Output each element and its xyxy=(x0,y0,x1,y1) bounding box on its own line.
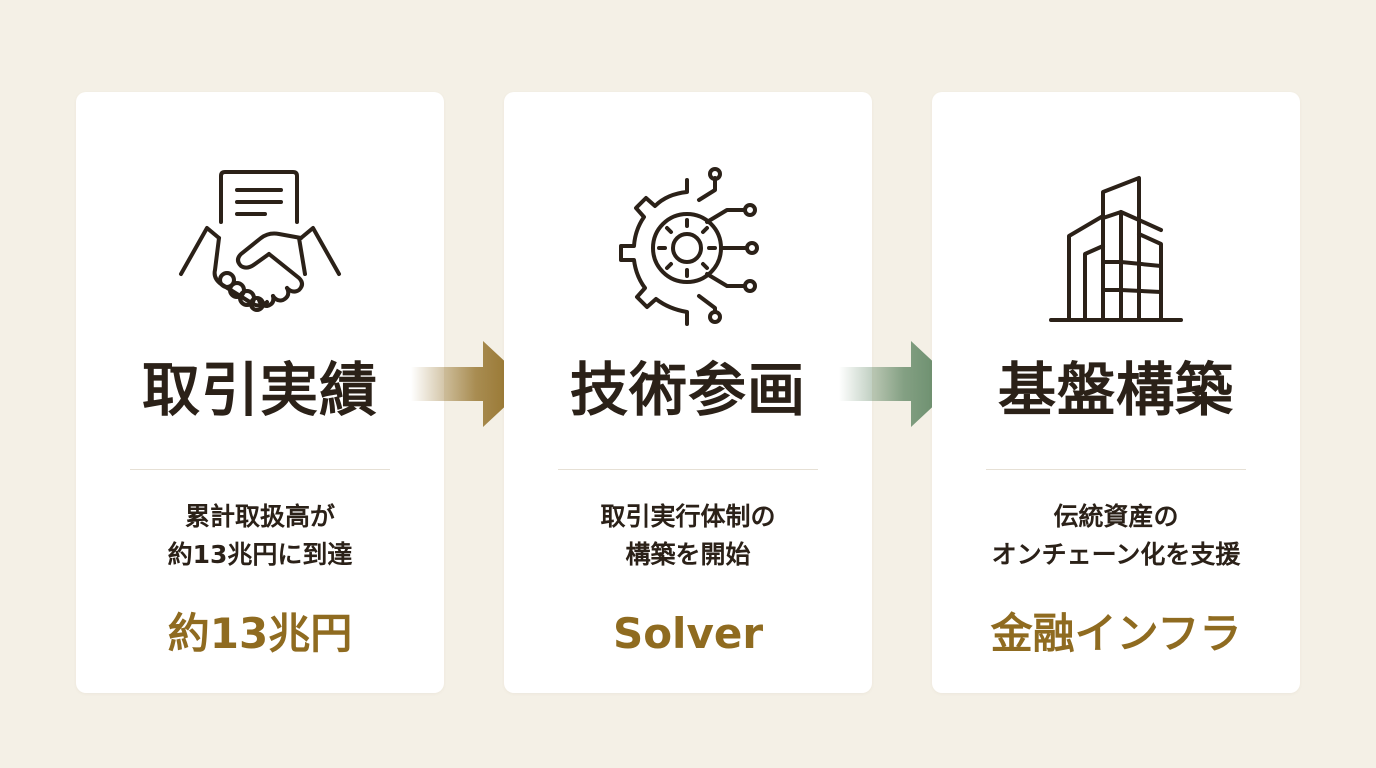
divider xyxy=(130,469,390,470)
card-description-line: 伝統資産の xyxy=(1053,502,1179,531)
card-title: 取引実績 xyxy=(141,356,378,424)
card-description: 伝統資産の オンチェーン化を支援 xyxy=(932,498,1300,574)
arrow-right-icon xyxy=(839,341,957,427)
card-highlight: 金融インフラ xyxy=(990,609,1242,658)
card-highlight: Solver xyxy=(612,609,764,658)
card-description: 取引実行体制の 構築を開始 xyxy=(504,498,872,574)
card-track-record: 取引実績 累計取扱高が 約13兆円に到達 約13兆円 xyxy=(76,92,444,693)
card-highlight: 約13兆円 xyxy=(167,609,353,658)
card-title: 基盤構築 xyxy=(997,356,1234,424)
card-infrastructure: 基盤構築 伝統資産の オンチェーン化を支援 金融インフラ xyxy=(932,92,1300,693)
card-tech-participation: 技術参画 取引実行体制の 構築を開始 Solver xyxy=(504,92,872,693)
buildings-icon xyxy=(932,162,1300,332)
card-title: 技術参画 xyxy=(569,356,806,424)
card-description-line: オンチェーン化を支援 xyxy=(991,540,1241,569)
card-description-line: 累計取扱高が xyxy=(184,502,335,531)
card-description-line: 取引実行体制の xyxy=(600,502,776,531)
divider xyxy=(986,469,1246,470)
card-description-line: 約13兆円に到達 xyxy=(167,540,353,569)
gear-circuit-icon xyxy=(504,162,872,332)
arrow-right-icon xyxy=(411,341,529,427)
card-description-line: 構築を開始 xyxy=(625,540,751,569)
divider xyxy=(558,469,818,470)
handshake-contract-icon xyxy=(76,162,444,332)
card-description: 累計取扱高が 約13兆円に到達 xyxy=(76,498,444,574)
